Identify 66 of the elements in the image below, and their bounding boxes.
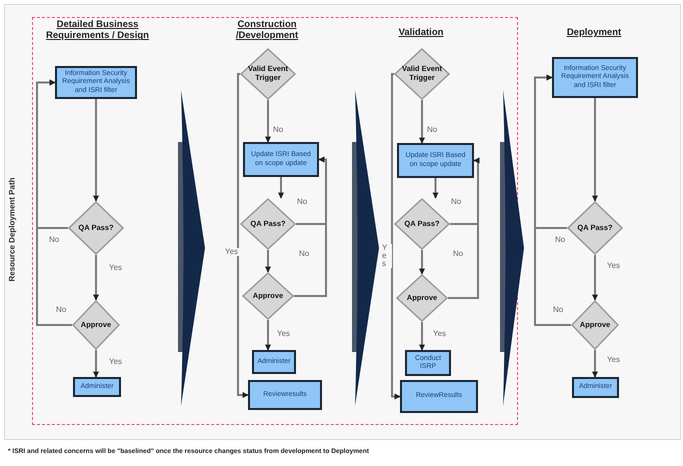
arrow [265,320,271,351]
phase-heading: Detailed Business Requirements / Design [45,19,150,42]
process-box [248,380,322,410]
arrow [265,100,271,143]
decision-diamond [240,198,296,250]
edge-label: Yes [276,330,292,338]
edge-label: Yes [108,358,124,366]
arrow [278,177,284,199]
phase-heading: Deployment [566,27,622,38]
edge-label: Yes [606,356,622,364]
decision-diamond [396,274,448,322]
process-box [397,143,474,178]
arrow [534,74,571,326]
edge-label: No [298,250,310,258]
arrow [265,250,271,273]
edge-label: Yes [224,248,240,256]
decision-diamond [571,300,619,350]
decision-diamond [242,272,294,320]
arrow [294,156,327,297]
edge-label: No [552,306,564,314]
arrow [391,73,401,400]
edge-label: No [55,306,68,314]
arrow [592,255,598,301]
phase-chevron [352,90,380,406]
arrow [419,250,425,275]
edge-label: No [554,236,566,244]
arrow [93,255,99,301]
decision-diamond [72,300,120,350]
arrow [237,73,249,398]
arrow [93,99,99,202]
arrow [419,322,425,351]
edge-label: No [296,198,308,206]
edge-label: No [452,250,464,258]
edge-label: Ye s [381,244,392,268]
decision-diamond [567,201,623,255]
arrow [36,80,72,326]
process-box [252,350,296,374]
arrow [93,350,99,378]
edge-label: No [426,126,438,134]
process-box [572,377,619,398]
decision-diamond [240,48,296,100]
axis-label: Resource Deployment Path [8,177,17,282]
arrow [592,98,598,202]
edge-label: No [48,236,60,244]
phase-heading: Validation [398,27,444,38]
arrow [592,350,598,378]
process-box [400,380,478,413]
process-box [243,142,319,177]
edge-label: Yes [606,262,622,270]
process-box [405,350,451,376]
edge-label: Yes [108,264,124,272]
process-box [73,377,121,397]
phase-chevron [178,90,206,406]
phase-heading: Construction /Development [234,19,300,42]
process-box [552,57,638,98]
edge-label: Yes [432,330,448,338]
decision-diamond [68,201,124,255]
edge-label: No [272,126,284,134]
arrow [448,158,480,299]
decision-diamond [394,198,450,250]
phase-chevron [500,90,525,406]
arrow [432,178,438,199]
decision-diamond [394,48,450,100]
edge-label: No [450,198,462,206]
process-box [55,66,137,99]
arrow [419,100,425,144]
